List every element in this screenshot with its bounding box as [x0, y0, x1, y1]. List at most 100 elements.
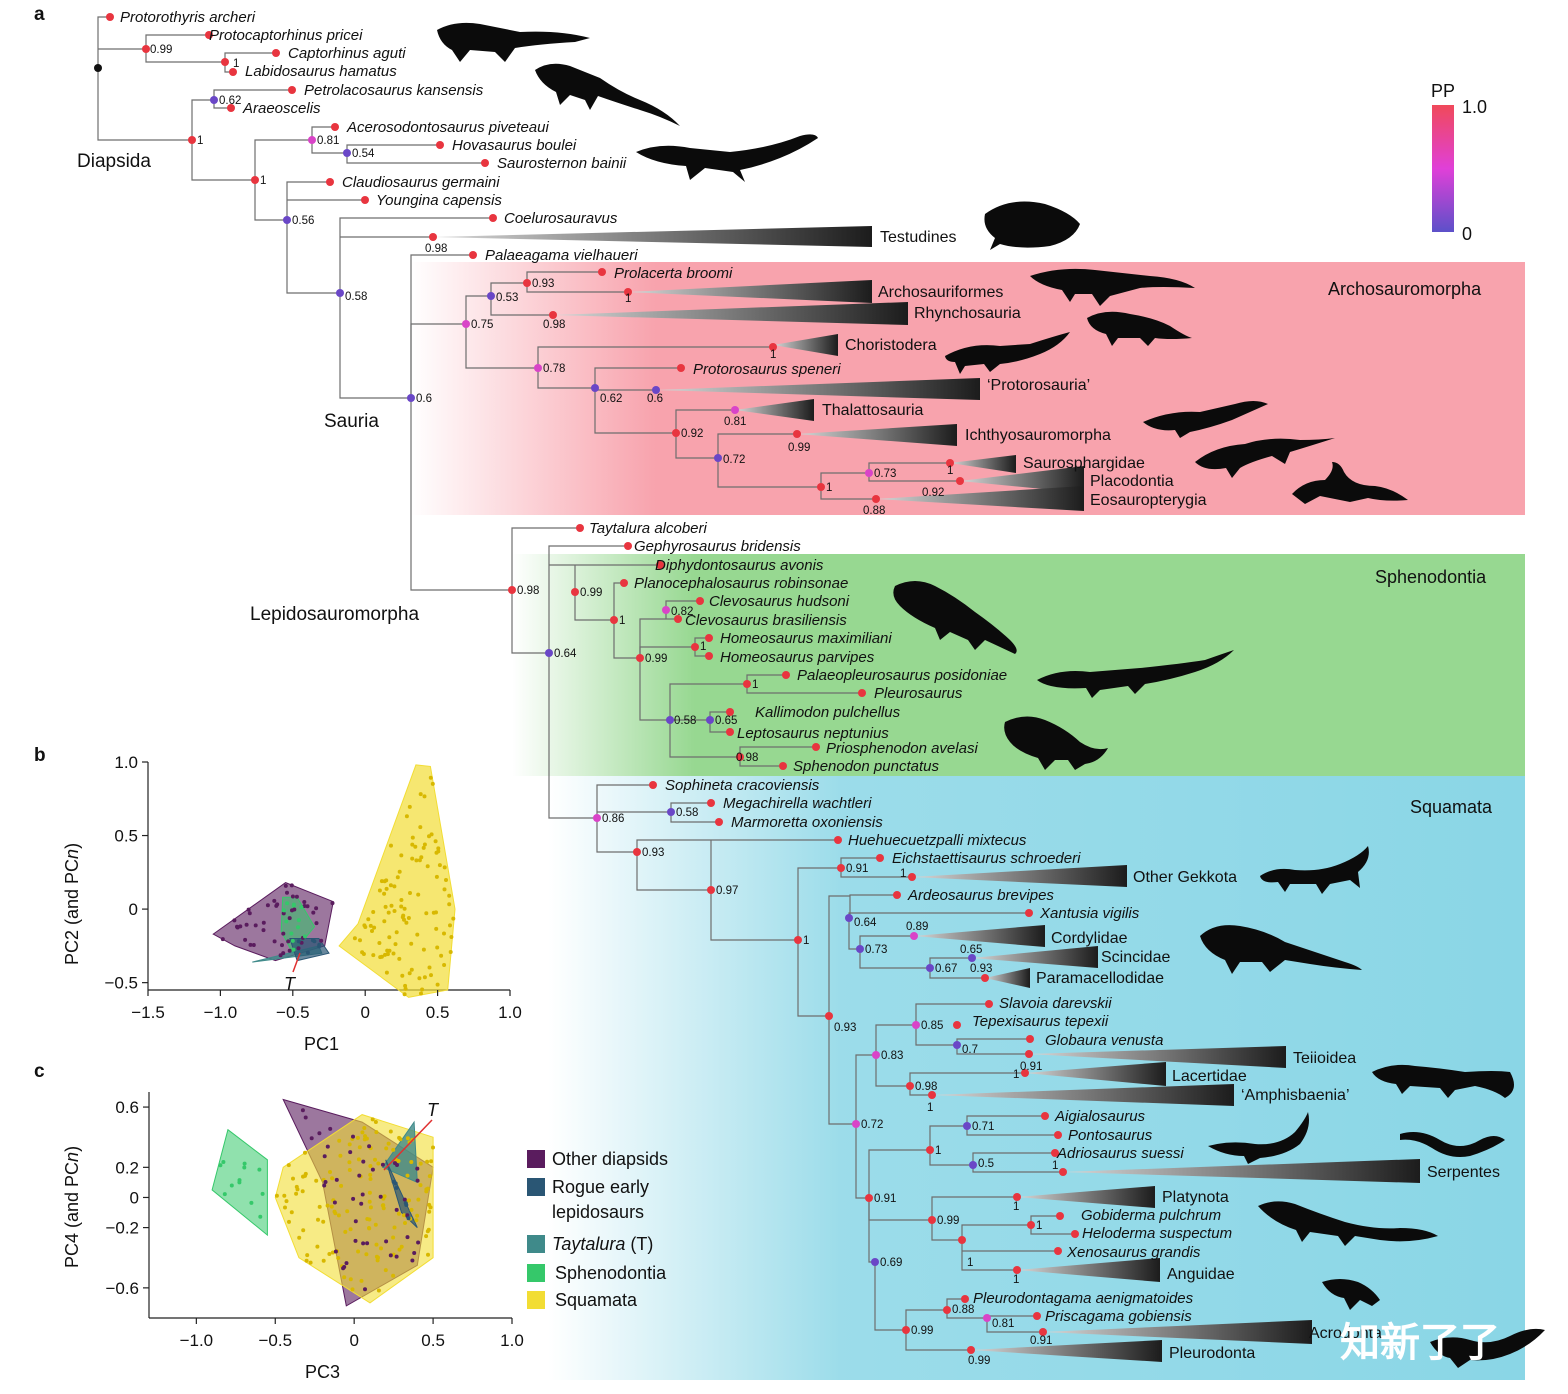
support-value: 0.98 [425, 243, 447, 255]
pca-c-ylabel-main: PC4 (and PC [62, 1162, 82, 1268]
taxon-label: Globaura venusta [1045, 1032, 1163, 1049]
taxon-label: Clevosaurus hudsoni [709, 593, 850, 610]
pca-point [399, 1244, 404, 1249]
tree-node [779, 762, 787, 770]
support-value: 0.73 [874, 468, 896, 480]
pca-point [370, 1117, 375, 1122]
pca-point [242, 1161, 247, 1166]
legend-taytalura-suffix: (T) [625, 1234, 653, 1254]
taxon-labels: Protorothyris archeri Protocaptorhinus p… [120, 9, 1232, 1325]
pca-point [338, 1153, 343, 1158]
lacertid-silhouette [1372, 1064, 1514, 1098]
support-value: 0.5 [978, 1158, 994, 1170]
pca-point [404, 814, 409, 819]
pca-point [337, 1138, 342, 1143]
tree-node [845, 914, 853, 922]
pca-point [410, 1258, 415, 1263]
pca-point [265, 903, 270, 908]
panel-label-c: c [34, 1061, 45, 1082]
pca-point [361, 1159, 366, 1164]
taxon-label: Araeoscelis [242, 100, 321, 117]
pca-point [422, 794, 427, 799]
pca-point [319, 938, 324, 943]
tree-node [534, 364, 542, 372]
tree-node [667, 808, 675, 816]
tree-node [858, 689, 866, 697]
aquatic-diapsid-silhouette [636, 134, 818, 182]
captorhinid-silhouette [437, 22, 590, 62]
support-value: 0.98 [517, 585, 539, 597]
tree-node [707, 799, 715, 807]
pca-point [409, 967, 414, 972]
pca-point [303, 1150, 307, 1155]
pca-point [356, 1249, 361, 1254]
support-value: 1 [826, 482, 832, 494]
pca-point [442, 887, 447, 892]
support-value: 0.93 [532, 278, 554, 290]
pca-point [329, 1204, 334, 1209]
pca-point [334, 1177, 339, 1182]
support-value: 0.86 [602, 813, 624, 825]
support-value: 0.62 [219, 95, 241, 107]
pca-point [341, 1266, 346, 1271]
y-tick-label: −0.5 [104, 974, 138, 993]
band-label-sphenodontia: Sphenodontia [1375, 567, 1487, 587]
legend-label-taytalura: Taytalura (T) [552, 1234, 653, 1254]
pca-point [433, 839, 438, 844]
pca-point [317, 1204, 322, 1209]
pca-point [367, 1226, 371, 1230]
tree-node [142, 45, 150, 53]
tree-node [943, 1306, 951, 1314]
tree-node [871, 1258, 879, 1266]
pca-b-xlabel: PC1 [304, 1034, 339, 1054]
clade-label: Acrodonta [1309, 1325, 1382, 1342]
pca-point [222, 1192, 227, 1197]
pca-point [283, 1205, 287, 1210]
pca-point [437, 863, 442, 868]
pca-point [284, 919, 289, 924]
archosauriform-silhouette [1030, 268, 1195, 306]
tuatara-silhouette [893, 581, 1017, 654]
pca-point [237, 1180, 242, 1185]
pca-point [297, 1235, 302, 1240]
pca-point [290, 894, 295, 899]
pca-point [289, 883, 294, 888]
pca-point [409, 1160, 414, 1164]
pca-point [408, 891, 412, 895]
taxon-label: Priscagama gobiensis [1045, 1308, 1192, 1325]
pca-point [391, 1147, 396, 1152]
tree-node [462, 320, 470, 328]
ichthyosaur-silhouette [1195, 438, 1335, 478]
pca-point [383, 1268, 388, 1273]
pca-point [439, 953, 444, 958]
clade-label: Archosauriformes [878, 284, 1003, 301]
tree-node [906, 1082, 914, 1090]
tree-node [736, 753, 744, 761]
pca-point [416, 892, 421, 897]
support-value: 0.6 [416, 393, 432, 405]
taxon-label: Adriosaurus suessi [1056, 1145, 1184, 1162]
clade-label: Platynota [1162, 1189, 1229, 1206]
pca-point [339, 1183, 344, 1188]
taxon-label: Labidosaurus hamatus [245, 63, 397, 80]
pca-point [364, 1252, 369, 1257]
support-value: 1 [625, 293, 631, 305]
tree-node [576, 524, 584, 532]
pca-point [394, 1207, 399, 1212]
support-value: 1 [752, 679, 758, 691]
tree-node [958, 1236, 966, 1244]
legend-label-squamata: Squamata [555, 1290, 638, 1310]
pca-point [356, 1157, 361, 1162]
monitor-silhouette [1258, 1201, 1438, 1246]
pleurosaur-silhouette [1037, 650, 1234, 698]
legend-taytalura-name: Taytalura [552, 1234, 625, 1254]
tree-node [876, 854, 884, 862]
pca-point [416, 1240, 421, 1245]
support-value: 0.98 [736, 752, 758, 764]
support-value: 0.91 [1020, 1061, 1042, 1073]
tree-node [436, 141, 444, 149]
x-tick-label: 1.0 [498, 1003, 522, 1022]
taxon-label: Petrolacosaurus kansensis [304, 82, 484, 99]
pca-point [321, 1258, 326, 1263]
